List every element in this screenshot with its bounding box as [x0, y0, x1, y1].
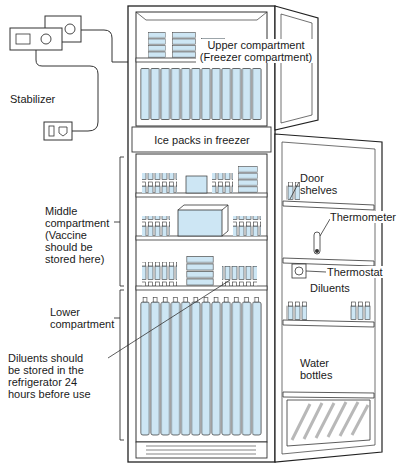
stabilizer-display [16, 34, 30, 44]
fridge-body [128, 6, 275, 462]
door-liner [282, 142, 375, 454]
thermostat-knob [295, 267, 303, 275]
power-wire [36, 50, 98, 131]
vent-grill [136, 442, 267, 458]
compartment-label: Upper compartment (Freezer compartment) [196, 39, 316, 63]
door-shelf [283, 201, 374, 210]
socket-outlet [59, 127, 67, 136]
shelf [136, 193, 267, 197]
tin-stack [148, 32, 166, 58]
vaccine-stack [238, 166, 258, 193]
box-edge [178, 205, 228, 236]
compartment-label: Middle compartment (Vaccine should be st… [45, 205, 115, 265]
part-label: Door shelves [300, 172, 350, 196]
vent-slots [146, 446, 256, 454]
bracket [114, 290, 124, 440]
bottle-rack [287, 400, 370, 446]
part-label: Thermostat [327, 266, 383, 278]
stabilizer-dial [41, 34, 51, 44]
door-bottles [292, 402, 368, 440]
diluent-vials [286, 300, 307, 320]
vaccine-stack [186, 256, 214, 286]
part-label: Diluents [310, 282, 350, 294]
stabilizer-box [10, 28, 62, 50]
thermostat [292, 264, 306, 278]
note-text: Diluents should be stored in the refrige… [8, 352, 94, 400]
divider-band [132, 127, 271, 152]
freezer-door [275, 6, 318, 130]
leader-line [290, 182, 299, 199]
bracket [114, 157, 124, 286]
compartment-label: Lower compartment [50, 306, 116, 330]
shelf [136, 236, 267, 240]
leader-line [306, 271, 326, 272]
door-shelf [283, 320, 374, 327]
stabilizer-dial [65, 24, 75, 34]
freezer-door-liner [281, 14, 312, 123]
water-bottles [140, 296, 262, 436]
door-shelf [283, 392, 374, 398]
vaccine-vials [142, 216, 170, 236]
part-label: Thermometer [330, 211, 396, 223]
thermometer-bulb [315, 249, 319, 253]
part-label: Stabilizer [10, 93, 55, 105]
vaccine-box [186, 176, 207, 193]
plug-socket [44, 122, 72, 140]
diluent-vials [222, 266, 257, 286]
vaccine-vials [142, 262, 177, 286]
freezer-interior [136, 12, 267, 126]
tin-stack [172, 32, 196, 58]
fridge-door [275, 134, 382, 462]
vaccine-vials [212, 173, 233, 193]
door-vials [350, 300, 371, 320]
door-vials [286, 182, 300, 201]
leader-line [108, 280, 230, 358]
ice-packs [140, 68, 262, 120]
vaccine-vials [142, 173, 177, 193]
vaccine-box [178, 210, 222, 236]
thermometer [314, 232, 320, 254]
back-wall-edge [136, 12, 267, 20]
part-label: Water bottles [300, 357, 346, 381]
leader-line [320, 219, 330, 236]
power-wire [81, 30, 128, 62]
shelf [136, 286, 267, 290]
band-label: Ice packs in freezer [142, 134, 262, 146]
socket-switch [49, 126, 54, 136]
vaccine-vials [233, 216, 261, 236]
